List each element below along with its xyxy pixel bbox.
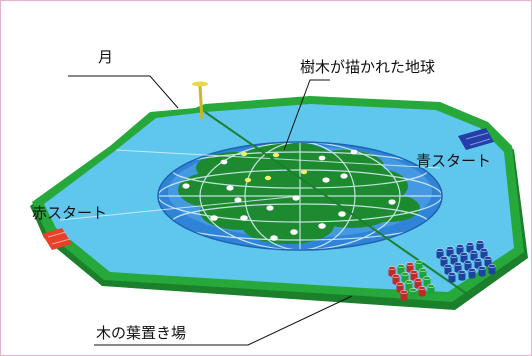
red-start-label: 赤スタート (32, 204, 107, 222)
globe-callout-line (283, 79, 330, 151)
leaf-pieces (388, 240, 496, 301)
red-green-piece (415, 260, 423, 271)
blue-piece (448, 272, 456, 283)
moon-label: 月 (98, 48, 113, 66)
blue-start-zone (458, 128, 494, 150)
red-green-piece (409, 288, 417, 299)
red-green-piece (423, 276, 431, 287)
red-green-piece (427, 284, 435, 295)
blue-piece (488, 264, 496, 275)
moon-callout-line (68, 75, 179, 109)
leaf-area-callout-line (94, 295, 353, 346)
blue-piece (478, 266, 486, 277)
blue-piece (446, 246, 454, 257)
blue-piece (458, 270, 466, 281)
red-start-zone (42, 228, 72, 250)
red-green-piece (414, 278, 422, 289)
board-divider-line (204, 111, 471, 297)
red-green-piece (418, 286, 426, 297)
blue-piece (484, 256, 492, 267)
red-green-piece (401, 272, 409, 283)
blue-start-label: 青スタート (416, 152, 491, 170)
leaf-area-label: 木の葉置き場 (96, 324, 186, 342)
blue-piece (468, 268, 476, 279)
blue-piece (444, 264, 452, 275)
red-green-piece (405, 280, 413, 291)
globe-holes (182, 149, 396, 241)
moon-pole (192, 81, 208, 121)
red-green-piece (400, 290, 408, 301)
red-green-piece (397, 264, 405, 275)
board-track-lines (59, 149, 441, 221)
red-green-piece (388, 266, 396, 277)
callout-lines (68, 75, 353, 346)
blue-piece (470, 250, 478, 261)
globe-label: 樹木が描かれた地球 (300, 58, 435, 76)
